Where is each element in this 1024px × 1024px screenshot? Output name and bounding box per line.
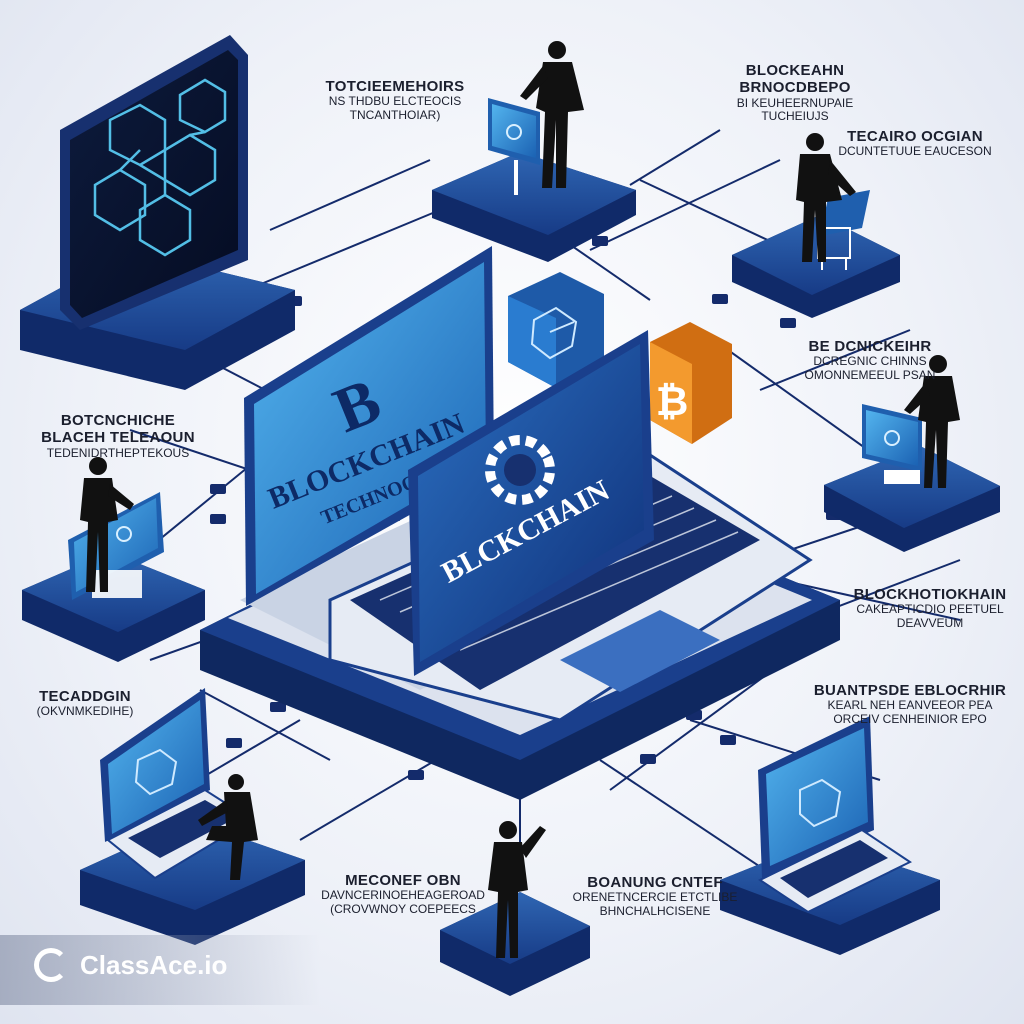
classace-logo-icon <box>34 948 68 982</box>
node-top-center <box>432 41 636 262</box>
person-analyst <box>904 355 960 488</box>
person-standing <box>488 821 546 958</box>
node-bottom-center <box>440 821 590 996</box>
label-bottom-center-right: BOANUNG CNTEF ORENETNCERCIE ETCTLIBE BHN… <box>572 874 738 919</box>
label-top-right: BLOCKEAHN BRNOCDBEPO BI KEUHEERNUPAIE TU… <box>736 62 854 124</box>
node-bottom-right <box>720 716 940 955</box>
bitcoin-cube-icon: ₿ <box>650 322 732 444</box>
label-bottom-center: MECONEF OBN DAVNCERINOEHEAGEROAD (CROVWN… <box>321 872 485 917</box>
label-left-middle: BOTCNCHICHE BLACEH TELEAOUN TEDENIDRTHEP… <box>41 412 195 460</box>
node-top-left-blockchain-panel <box>20 35 295 390</box>
node-right-middle <box>824 355 1000 552</box>
node-left-middle <box>22 457 205 662</box>
label-right-middle: BE DCNICKEIHR DCREGNIC CHINNS OMONNEMEEU… <box>804 338 936 383</box>
label-right-lower: BLOCKHOTIOKHAIN CAKEAPTICDIO PEETUEL DEA… <box>853 586 1007 631</box>
node-bottom-left <box>80 688 305 945</box>
label-top-center: TOTCIEEMEHOIRS NS THDBU ELCTEOCIS TNCANT… <box>325 78 465 123</box>
person-seated-typing <box>198 774 258 880</box>
laptop-front: BLCKCHAIN <box>328 330 813 722</box>
person-operator <box>796 133 856 262</box>
person-trader <box>80 457 134 592</box>
label-right-upper: TECAIRO OCGIAN DCUNTETUUE EAUCESON <box>838 128 992 159</box>
watermark-text: ClassAce.io <box>80 949 228 980</box>
node-top-right <box>732 133 900 318</box>
blue-cube-icon <box>508 272 604 388</box>
watermark-logo: ClassAce.io <box>34 948 227 982</box>
label-left-lower: TECADDGIN (OKVNMKEDIHE) <box>36 688 134 719</box>
label-bottom-right: BUANTPSDE EBLOCRHIR KEARL NEH EANVEEOR P… <box>813 682 1007 727</box>
person-presenting <box>520 41 584 188</box>
bitcoin-symbol: ₿ <box>656 379 689 425</box>
